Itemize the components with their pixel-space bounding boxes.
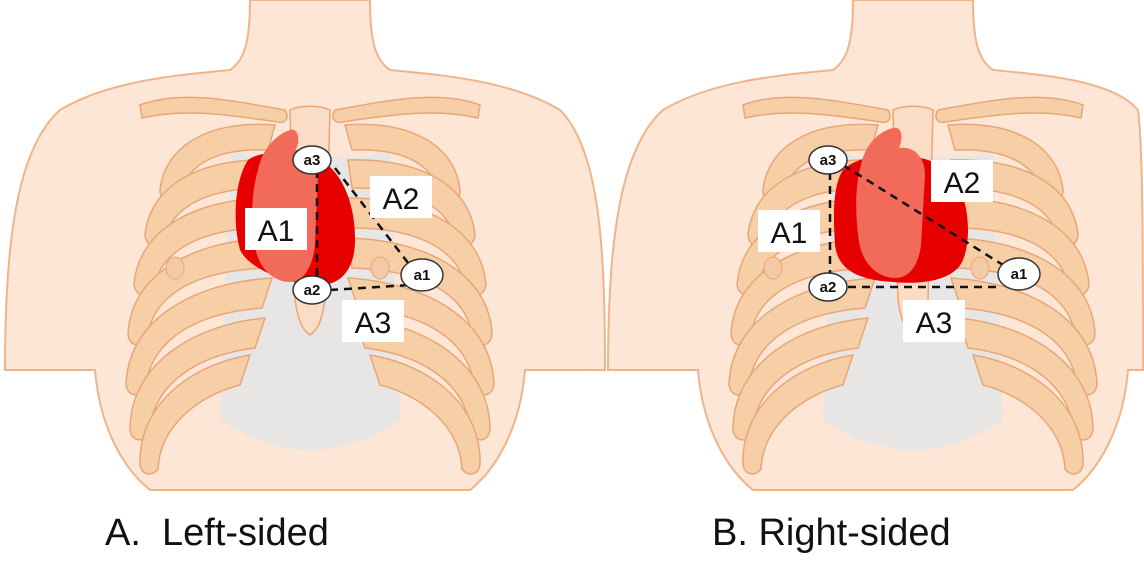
- electrode-label: a1: [1011, 266, 1028, 283]
- area-label: A3: [916, 307, 953, 340]
- area-label-a1-a: A1: [245, 208, 307, 250]
- area-label: A2: [944, 167, 981, 200]
- area-label-a2-b: A2: [931, 160, 993, 202]
- electrode-a2-b: a2: [809, 273, 847, 301]
- caption-panel-b: B. Right-sided: [712, 512, 951, 555]
- area-label: A1: [258, 215, 295, 248]
- area-label: A1: [771, 217, 808, 250]
- nipple-left-a: [166, 257, 184, 279]
- panel-a: a3 a2 a1 A1 A2 A3: [5, 0, 605, 490]
- electrode-label: a1: [414, 267, 431, 284]
- electrode-label: a2: [820, 279, 837, 296]
- nipple-right-a: [371, 257, 389, 279]
- area-label-a1-b: A1: [758, 210, 820, 252]
- panel-b: a3 a2 a1 A1 A2 A3: [608, 0, 1143, 490]
- caption-panel-a: A. Left-sided: [105, 512, 329, 555]
- electrode-label: a3: [820, 152, 837, 169]
- electrode-a1-b: a1: [998, 258, 1040, 290]
- area-label: A3: [355, 307, 392, 340]
- area-label-a3-a: A3: [342, 300, 404, 342]
- electrode-label: a3: [304, 152, 321, 169]
- electrode-a3-b: a3: [809, 146, 847, 174]
- electrode-label: a2: [304, 282, 321, 299]
- area-label-a2-a: A2: [370, 176, 432, 218]
- nipple-left-b: [764, 257, 782, 279]
- area-label-a3-b: A3: [903, 300, 965, 342]
- electrode-a1-a: a1: [401, 259, 443, 291]
- electrode-a3-a: a3: [293, 146, 331, 174]
- nipple-right-b: [971, 257, 989, 279]
- electrode-a2-a: a2: [293, 276, 331, 304]
- area-label: A2: [383, 183, 420, 216]
